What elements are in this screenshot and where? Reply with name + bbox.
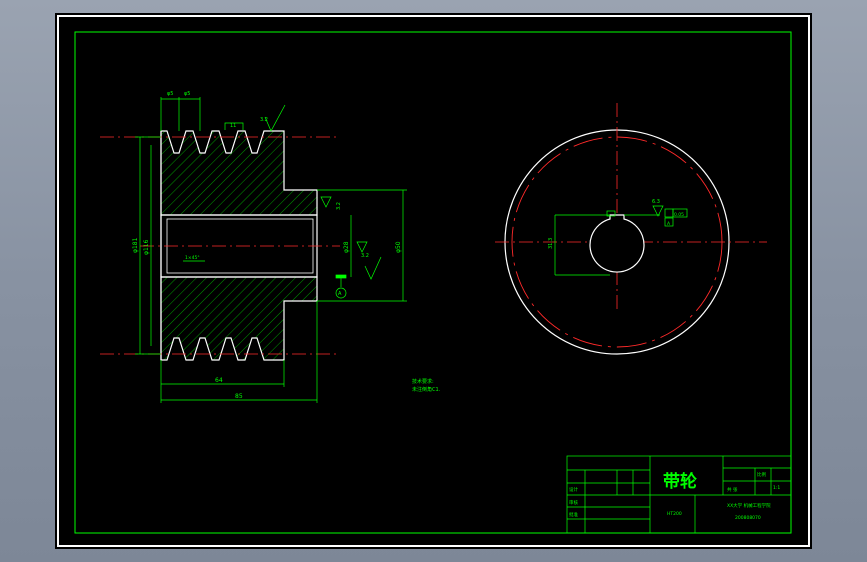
tb-design: 设计 [569, 486, 578, 493]
dim-keyway-depth: 31.3 [548, 238, 554, 249]
dim-roughness-hub: 3.2 [336, 202, 342, 210]
drawing-title: 带轮 [663, 471, 697, 492]
dim-hub-diameter: φ50 [395, 241, 402, 253]
dim-outer-diameter: φ181 [132, 237, 139, 253]
cad-drawing: φ5 φ5 11 3.2 φ181 φ116 φ28 φ50 64 85 1×4… [57, 15, 810, 547]
note-line-1: 未注倒角C1. [412, 386, 441, 393]
inner-border [74, 31, 792, 534]
note-title: 技术要求: [412, 378, 434, 385]
tb-scale-label: 比例 [757, 471, 766, 478]
tb-approve: 批准 [569, 511, 578, 518]
tb-company: XX大学 机械工程学院 [727, 502, 771, 509]
drawing-viewport[interactable]: φ5 φ5 11 3.2 φ181 φ116 φ28 φ50 64 85 1×4… [55, 13, 812, 549]
tb-material: HT200 [667, 511, 682, 517]
dim-inner-diameter: φ116 [143, 239, 150, 255]
lower-hatch [160, 276, 318, 361]
dim-chamfer: 1×45° [185, 255, 200, 261]
outer-frame [57, 15, 810, 547]
tb-code: 200808070 [735, 515, 761, 521]
tb-check: 审核 [569, 499, 578, 506]
front-view: 31.3 6.3 0.05 A [495, 103, 767, 355]
dim-roughness-top: 3.2 [260, 117, 268, 123]
tb-sheet: 共 张 [727, 486, 738, 493]
dim-keyway-tol: 0.05 [674, 212, 684, 218]
section-view: φ5 φ5 11 3.2 φ181 φ116 φ28 φ50 64 85 1×4… [100, 91, 407, 403]
dim-datum-ref: A [667, 221, 671, 227]
bore-keyway [589, 214, 645, 273]
dim-groove-pitch: 11 [230, 123, 236, 129]
tb-scale-value: 1:1 [773, 485, 780, 491]
dim-tolerance-right: 6.3 [652, 199, 660, 205]
dim-roughness-bore: 3.2 [361, 253, 369, 259]
upper-hatch [160, 130, 318, 216]
dim-groove-span: 64 [215, 377, 223, 384]
dim-bore-diameter: φ28 [343, 241, 350, 253]
title-block [566, 455, 792, 534]
dim-top-width-2: φ5 [184, 91, 190, 97]
dim-total-width: 85 [235, 393, 243, 400]
dim-top-width-1: φ5 [167, 91, 173, 97]
datum-label: A [338, 291, 342, 297]
